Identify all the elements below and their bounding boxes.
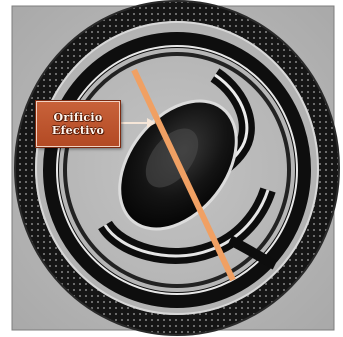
annotation-label: Orificio Efectivo bbox=[36, 101, 120, 147]
annotation-line-2: Efectivo bbox=[52, 124, 104, 137]
annotation-line-1: Orificio bbox=[53, 111, 102, 124]
